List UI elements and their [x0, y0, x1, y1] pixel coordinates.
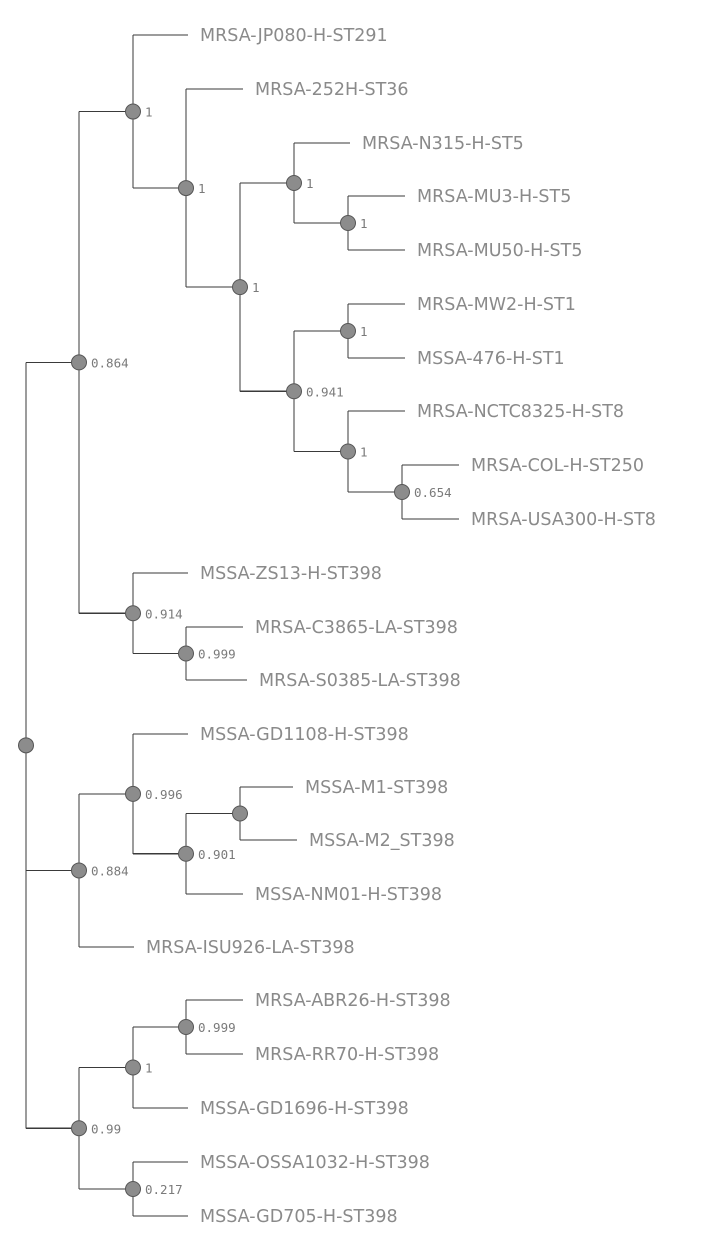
tree-node — [178, 180, 194, 197]
tree-node — [125, 103, 141, 120]
leaf-label: MRSA-N315-H-ST5 — [362, 134, 524, 154]
support-value: 1 — [360, 324, 368, 339]
support-value: 0.99 — [91, 1121, 121, 1136]
leaf-label: MRSA-ABR26-H-ST398 — [255, 991, 451, 1011]
leaf-label: MSSA-476-H-ST1 — [417, 349, 565, 369]
leaf-label: MSSA-GD1696-H-ST398 — [200, 1099, 409, 1119]
tree-node — [178, 1019, 194, 1035]
tree-labels: 0.864 1 1 1 1 1 0.941 1 1 0.654 0.914 0.999 0.884 0.9… — [91, 26, 656, 1227]
support-value: 1 — [360, 216, 368, 231]
support-value: 0.996 — [145, 787, 183, 802]
leaf-label: MRSA-RR70-H-ST398 — [255, 1045, 439, 1065]
leaf-label: MRSA-252H-ST36 — [255, 80, 409, 100]
tree-nodes — [18, 103, 410, 1197]
support-value: 1 — [306, 176, 314, 191]
leaf-label: MRSA-ISU926-LA-ST398 — [146, 938, 355, 958]
tree-node — [18, 737, 34, 754]
leaf-label: MSSA-GD1108-H-ST398 — [200, 725, 409, 745]
leaf-label: MRSA-JP080-H-ST291 — [200, 26, 388, 46]
leaf-label: MSSA-M2_ST398 — [309, 831, 455, 851]
support-value: 0.914 — [145, 606, 183, 621]
leaf-label: MRSA-MU50-H-ST5 — [417, 241, 583, 261]
support-value: 1 — [360, 445, 368, 460]
tree-node — [125, 1181, 141, 1197]
tree-node — [340, 443, 356, 460]
tree-node — [340, 323, 356, 339]
support-value: 0.864 — [91, 355, 129, 370]
tree-node — [232, 279, 248, 296]
support-value: 1 — [145, 105, 153, 120]
leaf-label: MSSA-NM01-H-ST398 — [255, 885, 442, 905]
tree-node — [286, 383, 302, 400]
support-value: 0.999 — [198, 647, 236, 662]
support-value: 0.941 — [306, 384, 344, 399]
tree-node — [71, 862, 87, 879]
support-value: 1 — [198, 181, 206, 196]
tree-node — [125, 1059, 141, 1076]
leaf-label: MRSA-NCTC8325-H-ST8 — [417, 402, 624, 422]
support-value: 1 — [145, 1061, 153, 1076]
leaf-label: MSSA-M1-ST398 — [305, 778, 448, 798]
leaf-label: MRSA-S0385-LA-ST398 — [259, 671, 461, 691]
tree-node — [286, 175, 302, 191]
leaf-label: MRSA-COL-H-ST250 — [471, 456, 644, 476]
leaf-label: MSSA-OSSA1032-H-ST398 — [200, 1153, 430, 1173]
support-value: 1 — [252, 280, 260, 295]
tree-node — [178, 845, 194, 862]
leaf-label: MRSA-MW2-H-ST1 — [417, 295, 576, 315]
leaf-label: MSSA-ZS13-H-ST398 — [200, 564, 382, 584]
leaf-label: MRSA-USA300-H-ST8 — [471, 510, 656, 530]
support-value: 0.901 — [198, 847, 236, 862]
support-value: 0.999 — [198, 1020, 236, 1035]
tree-node — [71, 354, 87, 371]
support-value: 0.884 — [91, 863, 129, 878]
tree-node — [178, 645, 194, 662]
leaf-label: MRSA-C3865-LA-ST398 — [255, 618, 458, 638]
tree-node — [125, 785, 141, 802]
tree-node — [340, 215, 356, 231]
leaf-label: MRSA-MU3-H-ST5 — [417, 187, 571, 207]
support-value: 0.654 — [414, 485, 452, 500]
support-value: 0.217 — [145, 1182, 183, 1197]
tree-node — [125, 605, 141, 622]
tree-node — [232, 805, 248, 822]
leaf-label: MSSA-GD705-H-ST398 — [200, 1207, 398, 1227]
tree-node — [71, 1120, 87, 1137]
tree-node — [394, 484, 410, 500]
